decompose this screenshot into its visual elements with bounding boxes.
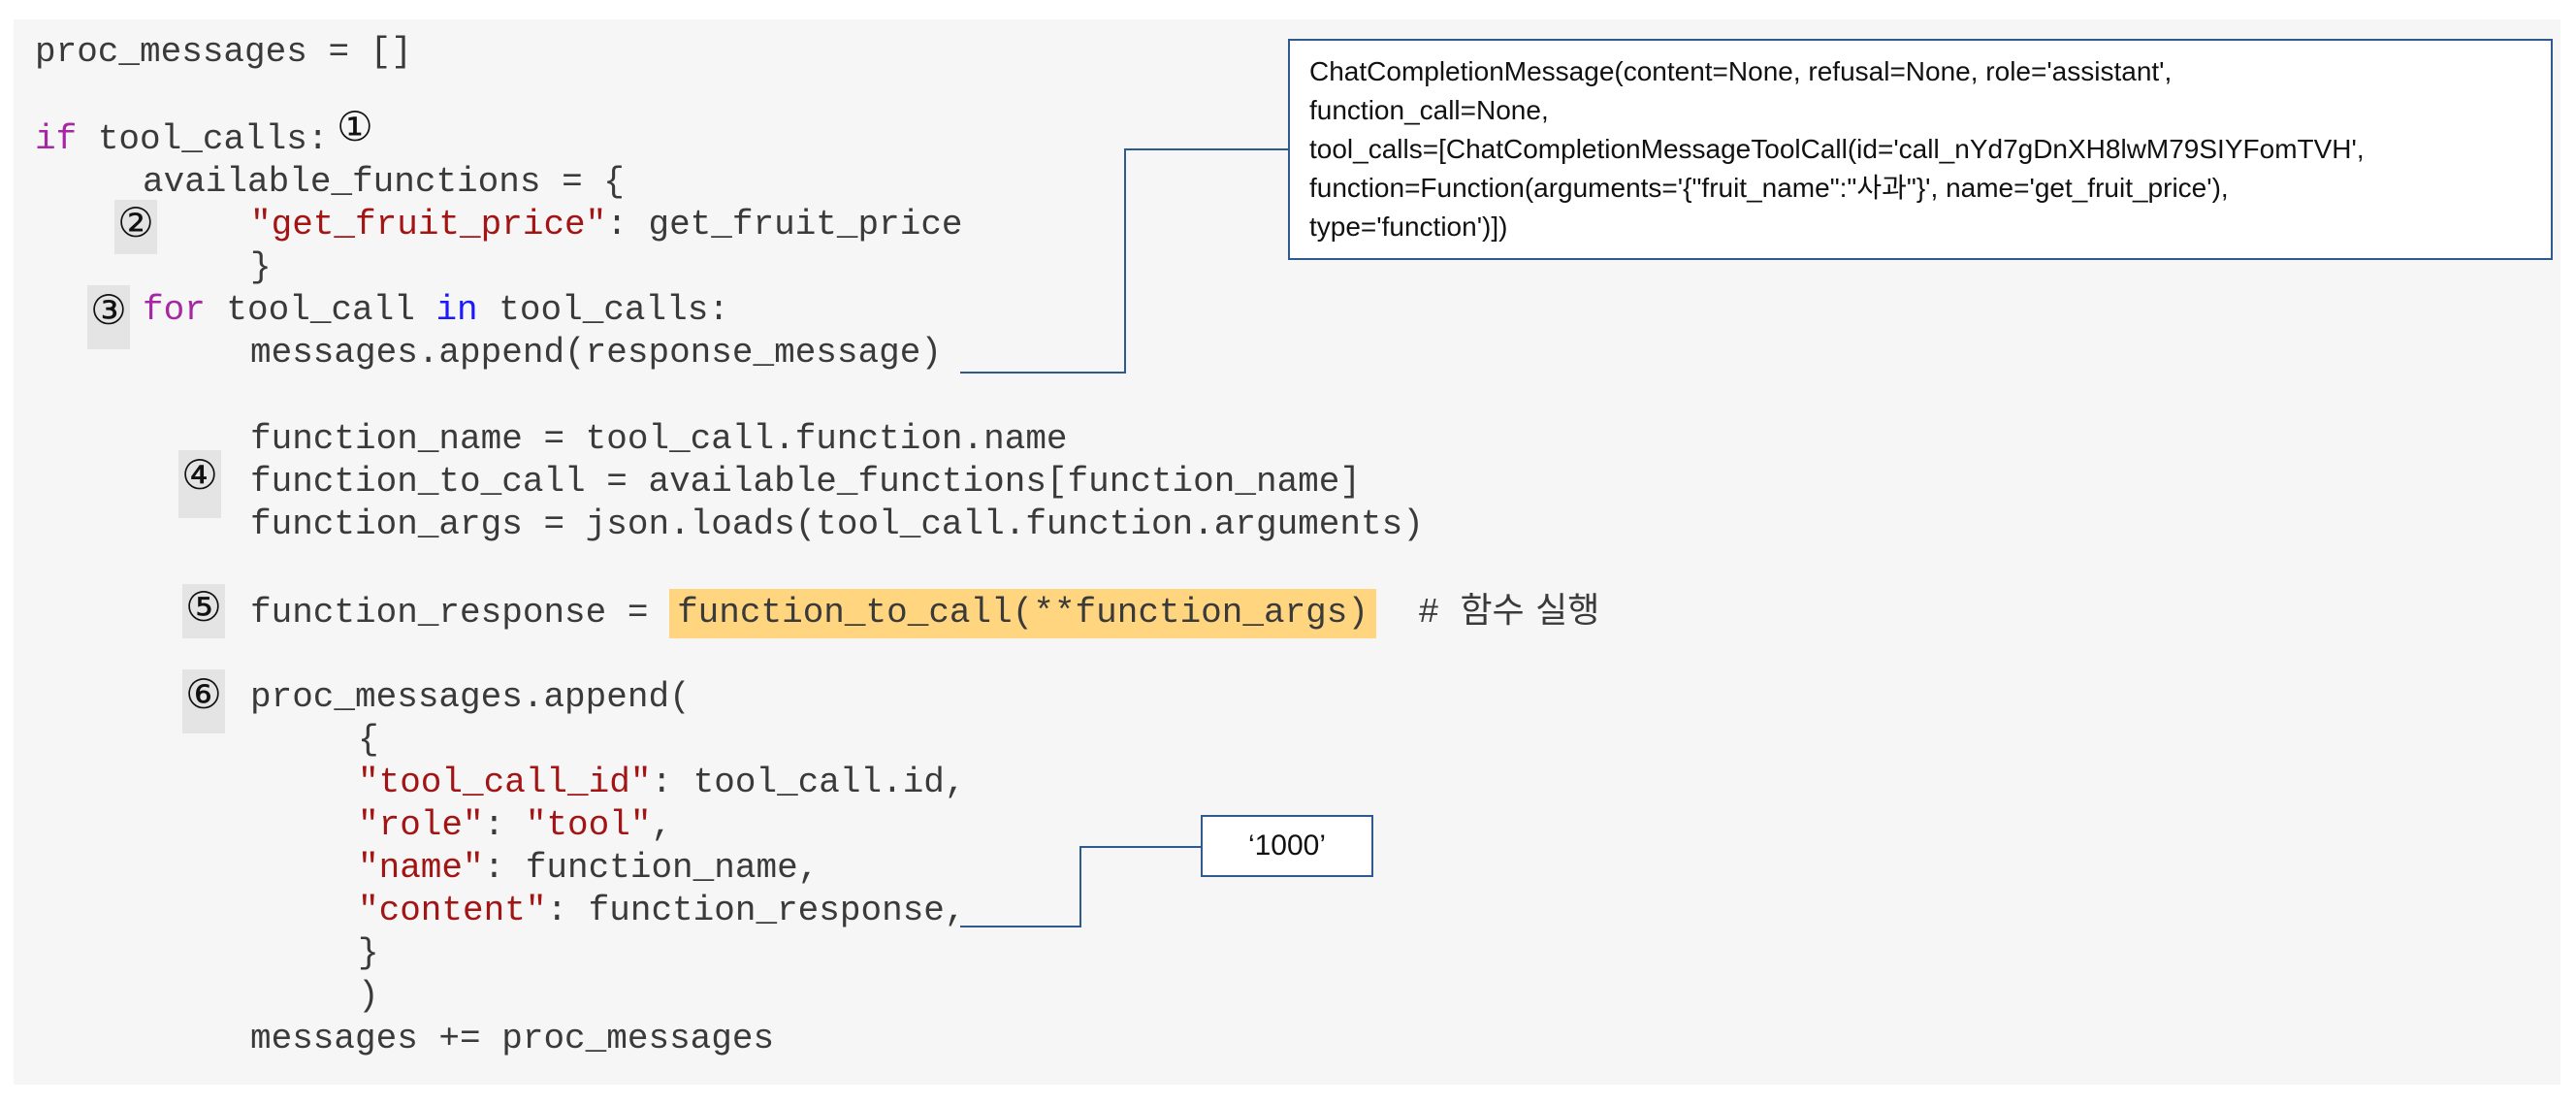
- step-marker-5: ⑤: [185, 583, 222, 631]
- connector-message: [960, 148, 1288, 374]
- code-line-1: proc_messages = []: [35, 32, 412, 72]
- connector-value: [960, 846, 1201, 927]
- code-line-5: }: [250, 247, 272, 287]
- keyword-if: if: [35, 119, 78, 159]
- comment: # 함수 실행: [1418, 591, 1600, 633]
- code-line-7: messages.append(response_message): [250, 333, 942, 373]
- code-line-17: "content": function_response,: [358, 891, 966, 930]
- step-marker-3-bg: [87, 285, 130, 349]
- code-line-3: available_functions = {: [143, 162, 625, 202]
- code-line-14: "tool_call_id": tool_call.id,: [358, 763, 966, 802]
- code-line-15: "role": "tool",: [358, 805, 673, 845]
- step-marker-5-bg: [182, 584, 225, 638]
- code-line-16: "name": function_name,: [358, 848, 820, 888]
- code-line-13: {: [358, 720, 379, 760]
- highlighted-call: function_to_call(**function_args): [669, 589, 1376, 638]
- code-line-2: if tool_calls:: [35, 119, 329, 159]
- code-line-9: function_to_call = available_functions[f…: [250, 462, 1361, 502]
- code-line-19: ): [358, 976, 379, 1016]
- keyword-for: for: [143, 290, 206, 330]
- step-marker-1: ①: [337, 103, 373, 150]
- code-line-12: proc_messages.append(: [250, 677, 691, 717]
- code-line-8: function_name = tool_call.function.name: [250, 419, 1068, 459]
- step-marker-2: ②: [117, 199, 154, 246]
- code-line-6: for tool_call in tool_calls:: [143, 290, 729, 330]
- step-marker-2-bg: [114, 200, 157, 254]
- response-message-callout: ChatCompletionMessage(content=None, refu…: [1288, 39, 2553, 260]
- code-line-11: function_response = function_to_call(**f…: [250, 589, 1600, 638]
- keyword-in: in: [435, 290, 478, 330]
- step-marker-3: ③: [90, 286, 127, 334]
- step-marker-6-bg: [182, 669, 225, 733]
- code-line-20: messages += proc_messages: [250, 1019, 775, 1058]
- function-response-callout: ‘1000’: [1201, 815, 1373, 877]
- step-marker-4-bg: [178, 450, 221, 518]
- code-line-10: function_args = json.loads(tool_call.fun…: [250, 504, 1424, 544]
- code-line-18: }: [358, 933, 379, 973]
- step-marker-4: ④: [181, 451, 218, 499]
- code-line-4: "get_fruit_price": get_fruit_price: [250, 205, 963, 244]
- step-marker-6: ⑥: [185, 670, 222, 718]
